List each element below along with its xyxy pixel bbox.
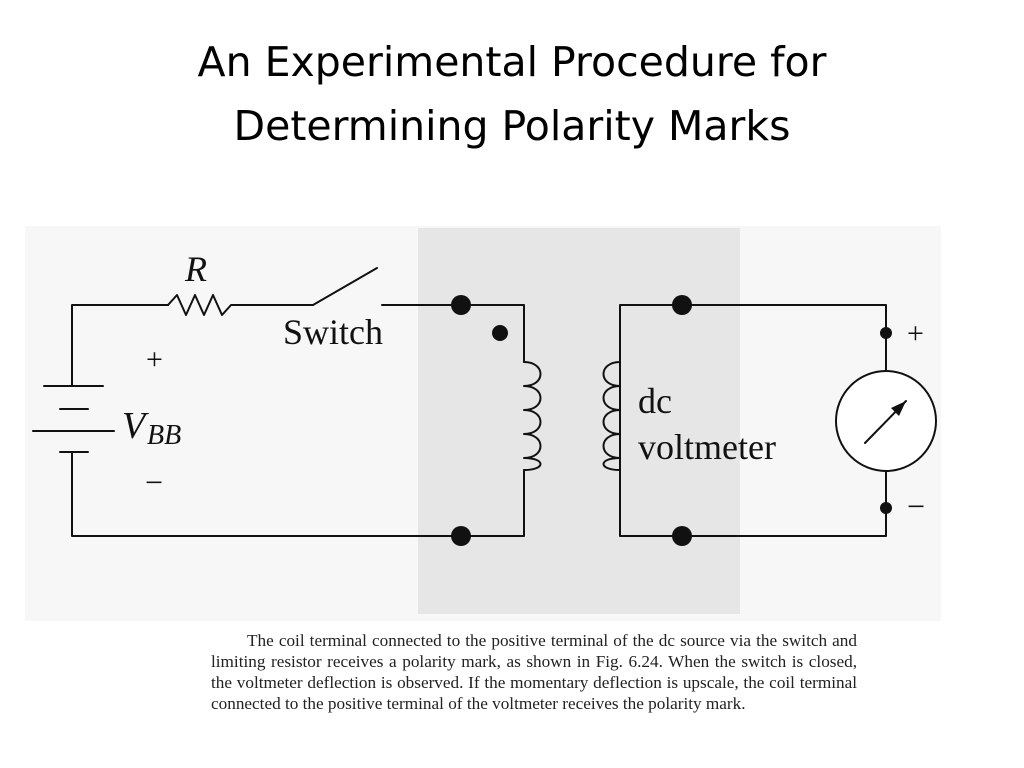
secondary-bottom-terminal-dot — [672, 526, 692, 546]
voltmeter-negative-terminal-dot — [880, 502, 892, 514]
voltmeter-needle-arrow-icon — [891, 401, 906, 416]
resistor-zigzag — [167, 294, 314, 316]
secondary-top-terminal-dot — [672, 295, 692, 315]
slide-title: An Experimental Procedure for Determinin… — [0, 30, 1024, 158]
resistor-label: R — [184, 249, 207, 289]
primary-top-wire — [381, 304, 525, 363]
voltmeter-minus-label: − — [907, 488, 925, 524]
switch-blade — [312, 267, 378, 306]
source-plus-label: + — [146, 343, 163, 376]
source-label-main: V — [122, 405, 149, 447]
voltmeter-positive-terminal-dot — [880, 327, 892, 339]
primary-bottom-wire — [71, 451, 525, 537]
primary-polarity-mark-dot — [492, 325, 508, 341]
voltmeter-label-line-1: dc — [638, 381, 672, 421]
switch-label: Switch — [283, 312, 383, 352]
caption-text: The coil terminal connected to the posit… — [211, 631, 857, 713]
source-top-wire — [71, 304, 169, 387]
primary-coil — [523, 361, 542, 471]
voltmeter-plus-label: + — [907, 317, 924, 350]
title-line-1: An Experimental Procedure for — [197, 38, 827, 86]
figure-caption: The coil terminal connected to the posit… — [211, 630, 857, 714]
primary-top-terminal-dot — [451, 295, 471, 315]
source-label-subscript: BB — [147, 420, 181, 451]
source-minus-label: − — [145, 464, 163, 500]
title-line-2: Determining Polarity Marks — [233, 102, 791, 150]
transformer-core-shade — [418, 228, 740, 614]
primary-bottom-terminal-dot — [451, 526, 471, 546]
voltmeter-label-line-2: voltmeter — [638, 427, 776, 467]
secondary-coil — [602, 361, 621, 471]
